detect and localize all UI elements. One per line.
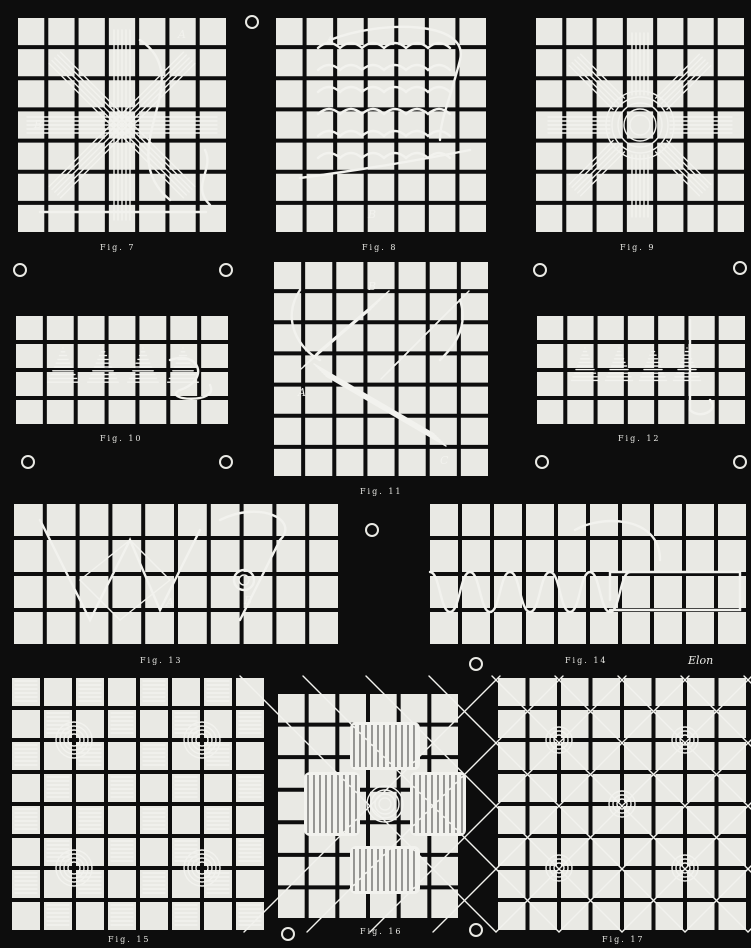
rivet-hole — [282, 928, 294, 940]
caption-fig-12: Fig. 12 — [618, 434, 661, 443]
fig-7-letter-a: A — [177, 28, 186, 41]
caption-fig-13: Fig. 13 — [140, 656, 183, 665]
fig-8-letter-a: A — [325, 34, 334, 47]
rivet-hole — [470, 924, 482, 936]
fig-11-letter-a: A — [297, 386, 306, 399]
fig-11-letter-c: C — [440, 454, 449, 467]
caption-fig-17: Fig. 17 — [602, 935, 645, 944]
fig-7-star-stitch — [27, 30, 217, 220]
rivet-hole — [734, 262, 746, 274]
caption-fig-11: Fig. 11 — [360, 487, 403, 496]
caption-fig-16: Fig. 16 — [360, 927, 403, 936]
fig-13-grid — [12, 502, 340, 646]
caption-fig-9: Fig. 9 — [620, 243, 655, 252]
caption-fig-7: Fig. 7 — [100, 243, 135, 252]
rivet-hole — [470, 658, 482, 670]
rivet-hole — [366, 524, 378, 536]
fig-12-grid — [535, 314, 747, 426]
rivet-hole — [534, 264, 546, 276]
rivet-hole — [14, 264, 26, 276]
caption-fig-15: Fig. 15 — [108, 935, 151, 944]
caption-fig-10: Fig. 10 — [100, 434, 143, 443]
caption-fig-14: Fig. 14 — [565, 656, 608, 665]
fig-8-grid — [274, 16, 488, 234]
rivet-hole — [734, 456, 746, 468]
rivet-hole — [220, 264, 232, 276]
fig-13-letter-a: A — [165, 596, 174, 609]
rivet-hole — [220, 456, 232, 468]
artist-signature: Elon — [687, 654, 713, 667]
fig-8-letter-b: B — [367, 208, 376, 221]
rivet-hole — [246, 16, 258, 28]
fig-7-letter-b: B — [33, 118, 42, 131]
padded-block — [350, 722, 420, 770]
fig-11-letter-b: B — [367, 280, 376, 293]
fig-11-grid — [272, 260, 490, 478]
rivet-hole — [536, 456, 548, 468]
rivet-hole — [22, 456, 34, 468]
fig-13-letter-b: B — [243, 594, 252, 607]
caption-fig-8: Fig. 8 — [362, 243, 397, 252]
